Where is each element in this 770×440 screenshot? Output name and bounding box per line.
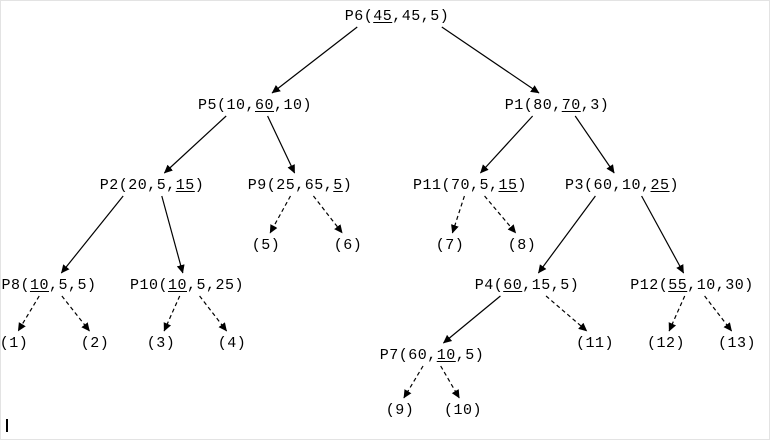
- edge-P4-L11-dashed: [545, 295, 588, 332]
- edge-P4-P7-solid: [443, 295, 501, 344]
- node-value: 5: [465, 347, 475, 364]
- tree-node-P12: P12(55,10,30): [630, 277, 754, 294]
- node-value: 45: [401, 8, 421, 25]
- edge-P8-L2-dashed: [61, 295, 90, 332]
- edge-P9-L5-dashed: [269, 195, 292, 234]
- tree-node-P9: P9(25,65,5): [247, 177, 353, 194]
- node-value: 10: [436, 347, 456, 364]
- node-value: 20: [128, 177, 148, 194]
- text-cursor-artifact: [6, 419, 8, 432]
- tree-node-P1: P1(80,70,3): [504, 97, 610, 114]
- node-value: 80: [533, 97, 553, 114]
- tree-node-P7: P7(60,10,5): [379, 347, 485, 364]
- edge-P10-L4-dashed: [199, 295, 228, 332]
- node-value: 60: [503, 277, 523, 294]
- edge-P11-L8-dashed: [484, 195, 517, 234]
- edge-P5-P9-solid: [267, 115, 296, 174]
- tree-node-P3: P3(60,10,25): [564, 177, 680, 194]
- node-value: 30: [725, 277, 745, 294]
- edge-P3-P12-solid: [641, 195, 685, 274]
- leaf-6: (6): [333, 237, 363, 254]
- edge-P9-L6-dashed: [312, 195, 343, 234]
- edge-P11-L7-dashed: [451, 195, 465, 234]
- edge-P6-P5-solid: [271, 26, 358, 94]
- node-value: 25: [215, 277, 235, 294]
- node-value: 15: [531, 277, 551, 294]
- node-value: 15: [498, 177, 518, 194]
- tree-node-P5: P5(10,60,10): [197, 97, 313, 114]
- edge-P5-P2-solid: [163, 115, 227, 174]
- edge-P1-P11-solid: [479, 115, 534, 174]
- node-value: 25: [276, 177, 296, 194]
- node-value: 5: [333, 177, 343, 194]
- tree-node-P4: P4(60,15,5): [474, 277, 580, 294]
- leaf-3: (3): [146, 335, 176, 352]
- node-value: 10: [283, 97, 303, 114]
- node-value: 10: [621, 177, 642, 194]
- node-value: 60: [593, 177, 613, 194]
- node-value: 5: [77, 277, 88, 294]
- leaf-7: (7): [435, 237, 465, 254]
- node-value: 70: [450, 177, 470, 194]
- node-value: 5: [196, 277, 207, 294]
- node-value: 25: [650, 177, 670, 194]
- leaf-4: (4): [217, 335, 247, 352]
- edge-P2-P10-solid: [161, 195, 185, 274]
- leaf-2: (2): [80, 335, 110, 352]
- node-value: 10: [696, 277, 716, 294]
- tree-node-P11: P11(70,5,15): [412, 177, 528, 194]
- leaf-8: (8): [507, 237, 537, 254]
- leaf-1: (1): [0, 335, 29, 352]
- edge-P1-P3-solid: [574, 115, 615, 174]
- edge-P10-L3-dashed: [163, 295, 181, 332]
- node-value: 10: [29, 277, 49, 294]
- edge-P12-L13-dashed: [704, 295, 733, 332]
- leaf-12: (12): [646, 335, 686, 352]
- tree-node-P6: P6(45,45,5): [344, 8, 450, 25]
- node-value: 15: [175, 177, 195, 194]
- node-value: 5: [58, 277, 69, 294]
- leaf-5: (5): [251, 237, 281, 254]
- node-value: 60: [254, 97, 275, 114]
- node-value: 5: [479, 177, 490, 194]
- node-value: 60: [408, 347, 428, 364]
- leaf-13: (13): [717, 335, 757, 352]
- node-value: 45: [373, 8, 393, 25]
- leaf-9: (9): [385, 402, 415, 419]
- node-value: 5: [156, 177, 167, 194]
- edge-P3-P4-solid: [537, 195, 596, 274]
- node-value: 3: [590, 97, 600, 114]
- node-value: 10: [167, 277, 187, 294]
- edge-P2-P8-solid: [60, 195, 124, 274]
- leaf-10: (10): [443, 402, 483, 419]
- tree-node-P10: P10(10,5,25): [129, 277, 245, 294]
- leaf-11: (11): [575, 335, 615, 352]
- node-value: 10: [226, 97, 246, 114]
- edge-P6-P1-solid: [441, 26, 540, 94]
- node-value: 5: [430, 8, 440, 25]
- edge-P12-L12-dashed: [668, 295, 686, 332]
- tree-node-P2: P2(20,5,15): [99, 177, 205, 194]
- edge-P7-L9-dashed: [403, 365, 424, 399]
- tree-node-P8: P8(10,5,5): [1, 277, 97, 294]
- node-value: 65: [304, 177, 324, 194]
- node-value: 5: [560, 277, 570, 294]
- node-value: 55: [668, 277, 688, 294]
- edge-P7-L10-dashed: [440, 365, 460, 399]
- node-value: 70: [561, 97, 581, 114]
- edge-P8-L1-dashed: [17, 295, 40, 332]
